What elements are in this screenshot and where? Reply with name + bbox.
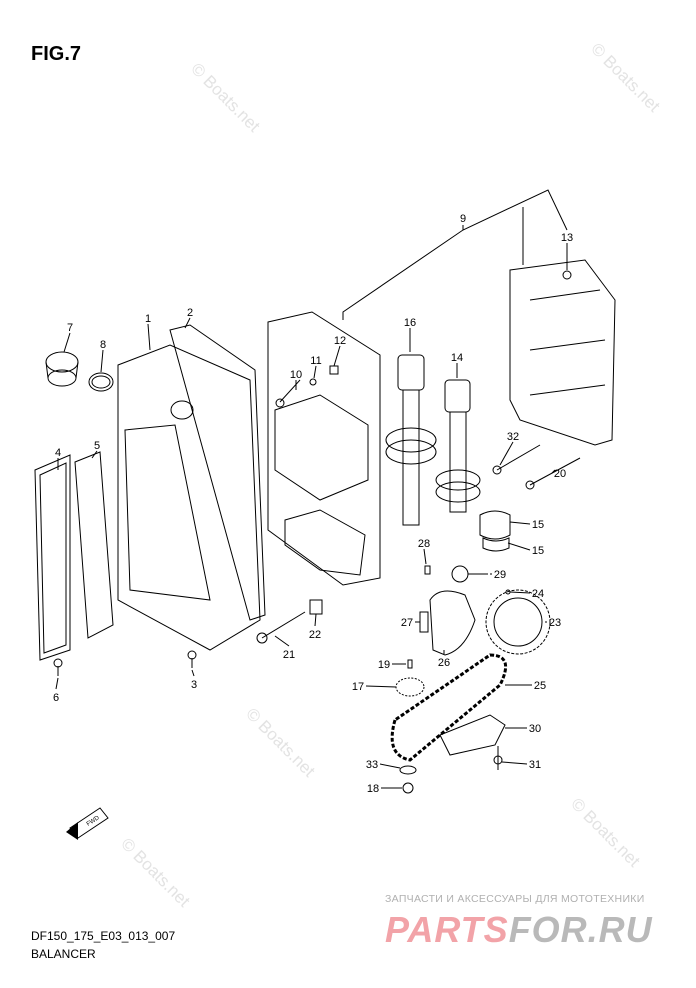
partsfor-logo: PARTSFOR.RU — [385, 912, 653, 948]
callout-11: 11 — [310, 355, 321, 367]
callout-33: 33 — [366, 759, 378, 771]
callout-2: 2 — [187, 307, 193, 319]
leader-line — [379, 763, 401, 769]
leader-line — [274, 635, 290, 647]
callout-23: 23 — [549, 617, 561, 629]
leader-line — [507, 542, 531, 551]
leader-line — [499, 441, 514, 466]
leader-line — [509, 591, 531, 594]
leader-line — [91, 450, 98, 459]
callout-7: 7 — [67, 322, 73, 334]
leader-line — [100, 349, 104, 373]
callout-5: 5 — [94, 440, 100, 452]
callout-1: 1 — [145, 313, 151, 325]
callout-6: 6 — [53, 692, 59, 704]
callout-24: 24 — [532, 588, 544, 600]
callout-17: 17 — [352, 681, 364, 693]
ad-tagline: ЗАПЧАСТИ И АКСЕССУАРЫ ДЛЯ МОТОТЕХНИКИ — [385, 893, 645, 905]
callout-18: 18 — [367, 783, 379, 795]
logo-part1: PARTS — [385, 909, 509, 950]
callout-14: 14 — [451, 352, 463, 364]
callout-26: 26 — [438, 657, 450, 669]
figure-title: FIG.7 — [31, 43, 82, 65]
callout-15: 15 — [532, 519, 544, 531]
callout-30: 30 — [529, 723, 541, 735]
leader-line — [314, 613, 317, 627]
callout-15: 15 — [532, 545, 544, 557]
callout-10: 10 — [290, 369, 302, 381]
leader-line — [191, 669, 195, 677]
callout-27: 27 — [401, 617, 413, 629]
callout-16: 16 — [404, 317, 416, 329]
callout-20: 20 — [554, 468, 566, 480]
callout-31: 31 — [529, 759, 541, 771]
diagram-code: DF150_175_E03_013_007 — [31, 929, 176, 943]
fwd-arrow-icon: FWD — [66, 807, 109, 840]
leader-line — [551, 469, 556, 474]
leader-line — [509, 521, 531, 525]
callout-19: 19 — [378, 659, 390, 671]
leader-line — [147, 323, 151, 351]
callout-25: 25 — [534, 680, 546, 692]
leader-line — [313, 365, 317, 379]
leader-line — [55, 677, 59, 690]
leader-line — [184, 317, 191, 329]
callout-9: 9 — [460, 213, 466, 225]
callout-29: 29 — [494, 569, 506, 581]
callout-12: 12 — [334, 335, 346, 347]
logo-part2: FOR.RU — [508, 909, 653, 950]
leader-line — [63, 332, 71, 353]
leader-line — [365, 685, 397, 688]
callout-3: 3 — [191, 679, 197, 691]
leader-line — [501, 761, 528, 765]
callout-28: 28 — [418, 538, 430, 550]
callout-21: 21 — [283, 649, 295, 661]
leader-line — [423, 548, 427, 565]
callout-13: 13 — [561, 232, 573, 244]
leader-line — [333, 345, 341, 367]
callout-4: 4 — [55, 447, 61, 459]
diagram-caption: BALANCER — [31, 947, 96, 961]
callout-8: 8 — [100, 339, 106, 351]
callout-22: 22 — [309, 629, 321, 641]
callout-32: 32 — [507, 431, 519, 443]
